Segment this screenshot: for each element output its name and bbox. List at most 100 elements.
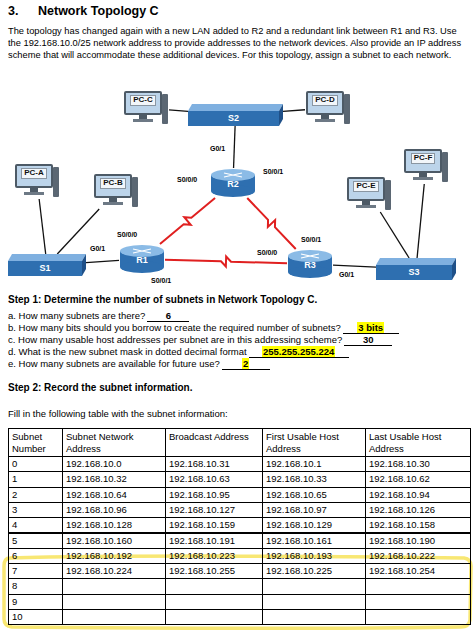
router-icon: R2 [210,168,256,198]
router-icon: R3 [287,249,333,279]
cell-text: 192.168.10.161 [263,534,365,548]
switch-icon: S1 [8,254,86,276]
device-label: PC-C [130,95,156,106]
cell-text: 4 [9,518,62,532]
switch-icon: S3 [376,258,456,280]
cell-text: 192.168.10.1 [263,457,365,471]
table-cell: 192.168.10.129 [262,517,366,533]
table-header-cell: Subnet Number [8,428,63,457]
column-header: Subnet Network Address [63,429,165,455]
table-cell [365,594,471,610]
table-cell: 192.168.10.160 [62,533,166,549]
question-row: e. How many subnets are available for fu… [8,358,270,370]
table-cell: 192.168.10.96 [62,502,166,518]
question-row: a. How many subnets are there?6 [8,310,189,322]
device-label: PC-B [100,178,126,189]
table-cell: 7 [8,563,63,579]
table-cell: 192.168.10.63 [165,471,263,487]
question-text: c. How many usable host addresses per su… [8,334,342,345]
table-header-cell: Broadcast Address [165,428,263,457]
cell-text: 192.168.10.129 [263,518,365,532]
answer-text: 30 [362,334,375,345]
cell-text: 192.168.10.64 [63,488,165,502]
ethernet-link [86,260,119,262]
interface-label: G0/1 [338,271,355,279]
answer-text: 2 [242,358,249,369]
table-cell: 192.168.10.127 [165,502,263,518]
cell-text: 192.168.10.65 [263,488,365,502]
intro-paragraph: The topology has changed again with a ne… [8,25,470,61]
table-cell [62,578,166,594]
switch-icon: S2 [188,104,283,126]
pc-icon: PC-F [403,148,449,184]
device-label: R3 [304,261,316,271]
table-cell: 192.168.10.94 [365,487,471,503]
table-cell: 192.168.10.62 [365,471,471,487]
question-row: d. What is the new subnet mask in dotted… [8,346,349,358]
table-cell: 192.168.10.193 [262,548,366,564]
table-cell [365,609,471,625]
ethernet-link [39,199,46,254]
cell-text: 192.168.10.0 [63,457,165,471]
cell-text: 192.168.10.254 [366,564,470,578]
question-text: b. How many bits should you borrow to cr… [8,322,341,333]
table-cell [365,578,471,594]
column-header: First Usable Host Address [263,429,365,455]
section-title: Network Topology C [38,3,338,19]
question-text: e. How many subnets are available for fu… [8,358,220,369]
cell-text: 192.168.10.224 [63,564,165,578]
cell-text: 192.168.10.32 [63,472,165,486]
device-label: S2 [228,114,239,124]
device-label: PC-E [353,181,378,192]
interface-label: G0/1 [89,245,106,253]
interface-label: G0/1 [209,145,226,153]
table-cell: 192.168.10.158 [365,517,471,533]
interface-label: S0/0/0 [116,231,138,239]
table-cell: 192.168.10.95 [165,487,263,503]
cell-text: 192.168.10.33 [263,472,365,486]
answer-blank: 3 bits [343,322,399,334]
cell-text: 192.168.10.126 [366,503,470,517]
table-header-cell: First Usable Host Address [262,428,366,457]
table-cell: 192.168.10.65 [262,487,366,503]
column-header: Subnet Number [9,429,62,455]
answer-text: 255.255.255.224 [262,346,335,357]
table-cell: 192.168.10.159 [165,517,263,533]
cell-text: 192.168.10.160 [63,534,165,548]
cell-text: 6 [9,549,62,563]
ethernet-link [333,265,376,267]
interface-label: S0/0/1 [300,236,322,244]
pc-icon: PC-B [93,173,139,209]
step-heading: Step 2: Record the subnet information. [8,381,468,394]
table-cell [62,609,166,625]
table-cell: 192.168.10.191 [165,533,263,549]
table-cell: 192.168.10.31 [165,456,263,472]
cell-text: 9 [9,595,62,609]
cell-text: 192.168.10.193 [263,549,365,563]
table-cell: 192.168.10.225 [262,563,366,579]
section-number: 3. [8,3,38,19]
question-text: d. What is the new subnet mask in dotted… [8,346,247,357]
cell-text: 192.168.10.255 [166,564,262,578]
table-cell: 10 [8,609,63,625]
cell-text: 5 [9,534,62,548]
cell-text: 192.168.10.158 [366,518,470,532]
table-cell [262,578,366,594]
answer-blank: 6 [147,310,189,322]
serial-link [247,198,295,249]
cell-text: 10 [9,610,62,624]
table-cell: 192.168.10.64 [62,487,166,503]
question-row: b. How many bits should you borrow to cr… [8,322,399,334]
table-cell: 192.168.10.30 [365,456,471,472]
ethernet-link [169,110,188,111]
cell-text: 7 [9,564,62,578]
cell-text: 192.168.10.222 [366,549,470,563]
table-cell: 4 [8,517,63,533]
table-cell [165,594,263,610]
table-header-cell: Subnet Network Address [62,428,166,457]
table-cell: 192.168.10.32 [62,471,166,487]
device-label: PC-A [21,168,47,179]
column-header: Broadcast Address [166,429,262,444]
table-cell: 192.168.10.222 [365,548,471,564]
